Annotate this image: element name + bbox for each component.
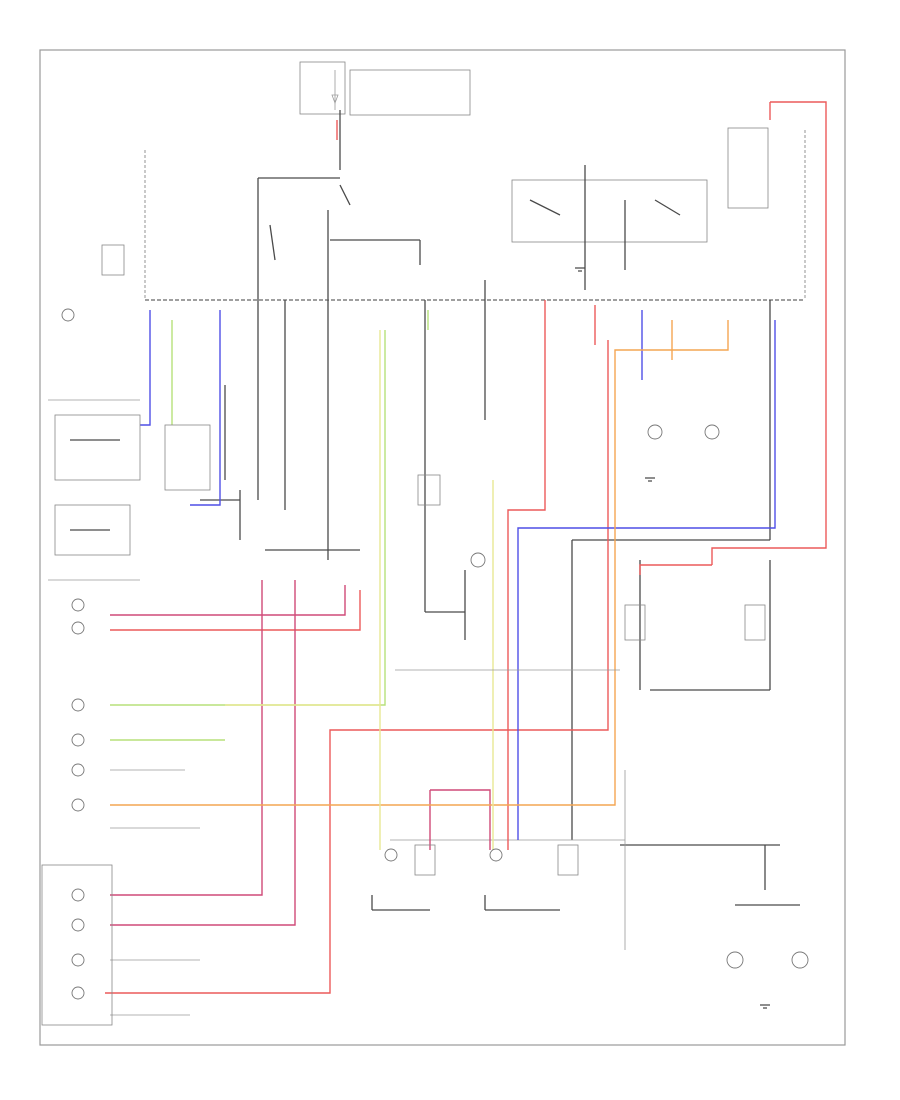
lamp-icon — [71, 986, 85, 1000]
lamp-icon — [726, 951, 744, 969]
lamp-icon — [71, 918, 85, 932]
lamp-icon — [61, 308, 75, 322]
lamp-icon — [71, 798, 85, 812]
lamp-icon — [384, 848, 398, 862]
rear-lamp-cluster — [41, 864, 113, 1026]
main-connector-bar — [144, 130, 806, 301]
lamp-icon — [71, 698, 85, 712]
lamp-icon — [71, 888, 85, 902]
pink-wires — [110, 580, 491, 926]
fuse-box-top — [299, 61, 471, 116]
ground-symbols — [575, 267, 770, 1009]
orange-wires — [110, 320, 729, 806]
lamp-icon — [71, 953, 85, 967]
left-switch-modules — [48, 244, 211, 581]
lamp-icon — [71, 763, 85, 777]
center-lamps — [371, 474, 579, 911]
diagram-frame — [39, 49, 846, 1046]
lamp-icon — [71, 621, 85, 635]
ground-icon — [645, 477, 655, 482]
lamp-icon — [704, 424, 720, 440]
green-wires — [110, 310, 429, 741]
lamp-icon — [71, 598, 85, 612]
light-gray-wires — [110, 669, 626, 1016]
headlight-switch — [257, 110, 421, 300]
blue-wires — [140, 310, 776, 840]
right-lamps — [624, 424, 809, 969]
ground-icon — [575, 267, 585, 272]
lamp-icon — [489, 848, 503, 862]
lamp-icon — [470, 552, 486, 568]
lamp-icon — [647, 424, 663, 440]
gray-wires — [200, 280, 780, 846]
relay-box — [511, 127, 769, 290]
lamp-icon — [791, 951, 809, 969]
yellow-wires — [225, 330, 494, 850]
ground-icon — [760, 1004, 770, 1009]
red-wires — [105, 101, 827, 994]
front-lamp-cluster — [61, 308, 85, 812]
lamp-icon — [71, 733, 85, 747]
